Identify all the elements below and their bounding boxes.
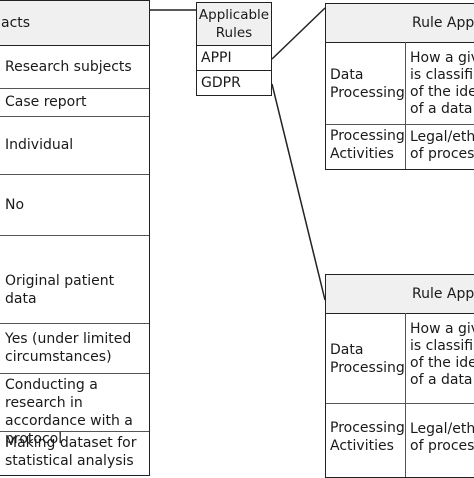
facts-cell: Case report [5,94,87,110]
facts-cell: No [5,197,25,213]
facts-cell: Making dataset for statistical analysis [5,435,137,469]
facts-cell: Conducting a research in accordance with… [5,377,133,447]
facts-cell: Research subjects [5,59,132,75]
rule-row-label: Processing Activities [330,420,405,454]
rule-row-label: Processing Activities [330,128,405,162]
facts-row-data-type: Case report [0,88,149,117]
rule-row-text: How a give is classifie of the iden of a… [410,50,474,117]
facts-header: acts [0,0,150,46]
facts-cell: Original patient data [5,273,115,307]
rule-row-text: How a give is classifie of the iden of a… [410,321,474,388]
rule-application-title: Rule Applic [412,286,474,302]
column-divider [405,42,406,169]
rule-application-table-appi: Data Processing How a give is classifie … [325,42,474,170]
facts-row-sensitive: No [0,174,149,236]
rule-application-header-gdpr: Rule Applic [325,274,474,314]
facts-row-use: Making dataset for statistical analysis [0,431,149,476]
rule-item-label: GDPR [201,75,241,91]
appi-to-rule-application-connector [271,7,326,60]
facts-table: Research subjects Case report Individual… [0,45,150,476]
rule-application-title: Rule Applic [412,15,474,31]
applicable-rules-header: Applicable Rules [196,2,272,46]
facts-cell: Individual [5,137,74,153]
facts-row-identifiability: Individual [0,116,149,175]
rule-item-label: APPI [201,50,232,66]
rule-application-table-gdpr: Data Processing How a give is classifie … [325,313,474,478]
facts-row-purpose: Conducting a research in accordance with… [0,373,149,447]
rule-item-appi: APPI [196,45,272,71]
facts-row-subjects: Research subjects [0,45,149,89]
applicable-rules-title: Applicable Rules [198,7,270,41]
facts-cell: Yes (under limited circumstances) [5,331,132,365]
facts-header-label: acts [1,15,31,31]
rule-row-text: Legal/ethic of process [410,421,474,454]
rule-row-data-processing: Data Processing How a give is classifie … [326,42,474,125]
rule-row-label: Data Processing [330,342,405,376]
facts-row-consent: Yes (under limited circumstances) [0,323,149,374]
rule-row-data-processing: Data Processing How a give is classifie … [326,313,474,404]
gdpr-to-rule-application-connector [271,83,326,301]
rule-row-text: Legal/ethic of process [410,129,474,162]
rule-application-header-appi: Rule Applic [325,3,474,43]
column-divider [405,313,406,477]
rule-row-label: Data Processing [330,67,405,101]
rule-item-gdpr: GDPR [196,70,272,96]
facts-row-source: Original patient data [0,235,149,324]
rule-row-processing-activities: Processing Activities Legal/ethic of pro… [326,124,474,168]
rule-row-processing-activities: Processing Activities Legal/ethic of pro… [326,403,474,476]
